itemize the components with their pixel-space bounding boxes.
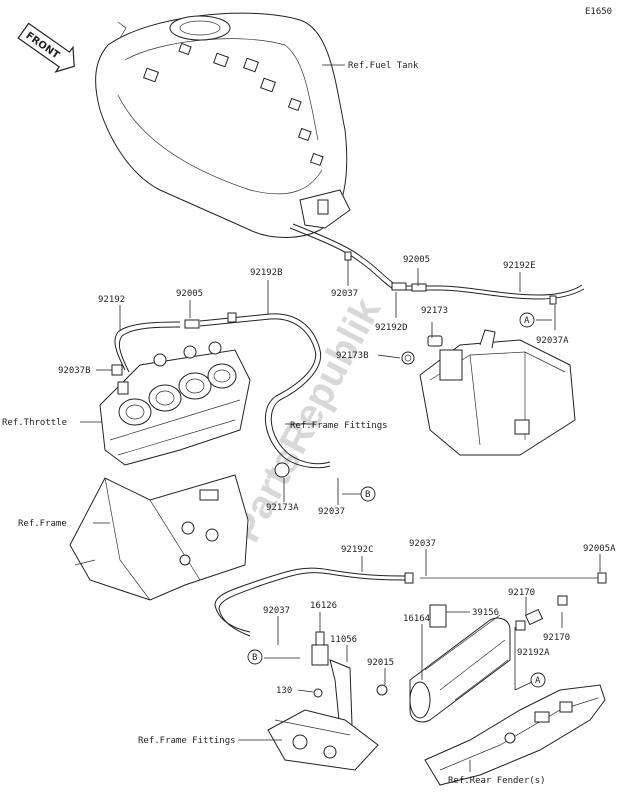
label-39156: 39156 xyxy=(472,608,499,618)
label-92005A: 92005A xyxy=(583,544,616,554)
label-92170-b: 92170 xyxy=(543,633,570,643)
label-ref-throttle: Ref.Throttle xyxy=(2,418,67,428)
callout-b-low: B xyxy=(247,649,263,665)
diagram-id: E1650 xyxy=(585,7,612,17)
hose-92192D-assembly xyxy=(289,223,585,305)
label-ref-rear-fender: Ref.Rear Fender(s) xyxy=(448,776,546,786)
label-11056: 11056 xyxy=(330,635,357,645)
label-92037-top: 92037 xyxy=(331,289,358,299)
callout-a-low: A xyxy=(530,672,546,688)
label-92005-top: 92005 xyxy=(403,255,430,265)
throttle-bodies xyxy=(99,341,251,466)
label-92037-right: 92037 xyxy=(409,539,436,549)
label-92037A: 92037A xyxy=(536,336,569,346)
canister-bracket xyxy=(401,329,576,456)
label-16126: 16126 xyxy=(310,601,337,611)
callout-a-top: A xyxy=(519,312,535,328)
label-92005-left: 92005 xyxy=(176,289,203,299)
hose-92192B-assembly xyxy=(111,312,331,478)
label-92037B: 92037B xyxy=(58,366,91,376)
label-92192E: 92192E xyxy=(503,261,536,271)
frame xyxy=(69,474,249,601)
svg-text:A: A xyxy=(524,316,530,326)
label-ref-frame: Ref.Frame xyxy=(18,519,67,529)
label-92037-mid: 92037 xyxy=(318,507,345,517)
label-ref-fuel-tank: Ref.Fuel Tank xyxy=(348,61,419,71)
label-16164: 16164 xyxy=(403,614,430,624)
callout-b-mid: B xyxy=(360,486,376,502)
label-92173A: 92173A xyxy=(266,503,299,513)
label-130: 130 xyxy=(276,686,292,696)
hose-92192C-assembly xyxy=(214,567,607,637)
label-92192A: 92192A xyxy=(517,648,550,658)
svg-text:A: A xyxy=(535,676,541,686)
label-ref-frame-fittings-bottom: Ref.Frame Fittings xyxy=(138,736,236,746)
label-92037-low: 92037 xyxy=(263,606,290,616)
label-92192C: 92192C xyxy=(341,545,374,555)
label-92192: 92192 xyxy=(98,295,125,305)
part-labels: Ref.Fuel Tank 92037 92005 92192E 92192D … xyxy=(2,61,616,786)
fuel-tank xyxy=(95,12,351,238)
label-92192D: 92192D xyxy=(375,323,408,333)
label-92173B: 92173B xyxy=(336,351,369,361)
svg-text:B: B xyxy=(365,490,370,500)
svg-text:B: B xyxy=(252,653,257,663)
label-92192B: 92192B xyxy=(250,268,283,278)
leader-lines xyxy=(80,64,601,772)
label-ref-frame-fittings-top: Ref.Frame Fittings xyxy=(290,421,388,431)
label-92170-a: 92170 xyxy=(508,588,535,598)
label-92173: 92173 xyxy=(421,306,448,316)
front-arrow-icon: FRONT xyxy=(17,22,75,73)
canister xyxy=(409,595,568,723)
watermark: PartsRepublik xyxy=(224,290,389,549)
label-92015: 92015 xyxy=(367,658,394,668)
valve-bracket xyxy=(267,631,388,771)
